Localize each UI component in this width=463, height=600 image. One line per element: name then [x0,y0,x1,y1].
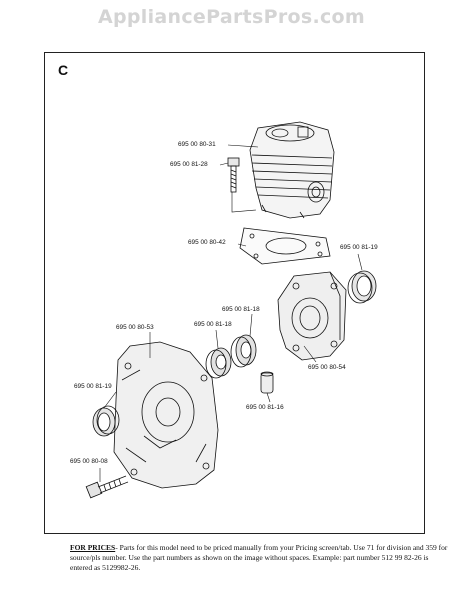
callout-bearing-right[interactable]: 695 00 81-18 [222,306,260,313]
callout-bearing-left[interactable]: 695 00 81-18 [194,321,232,328]
callout-cylinder[interactable]: 695 00 80-31 [178,141,216,148]
cylinder-part [249,121,335,219]
callout-left-crankcase[interactable]: 695 00 80-53 [116,324,154,331]
left-seal-part [92,405,120,437]
callout-left-seal[interactable]: 695 00 81-19 [74,383,112,390]
bearing-right-part [230,334,257,368]
crankcase-bolt-part [85,475,129,499]
callout-pin[interactable]: 695 00 81-16 [246,404,284,411]
watermark-logo-text: AppliancePartsPros.com [97,6,365,28]
pricing-note-lead: FOR PRICES [70,543,116,552]
right-crankcase-part [277,271,347,361]
pricing-note: FOR PRICES- Parts for this model need to… [70,543,450,572]
callout-crankcase-bolt[interactable]: 695 00 80-08 [70,458,108,465]
cylinder-bolt-part [227,157,240,193]
left-crankcase-part [113,341,219,489]
gasket-part [239,227,331,265]
pin-part [260,371,274,394]
pricing-note-text: - Parts for this model need to be priced… [70,543,448,572]
callout-gasket[interactable]: 695 00 80-42 [188,239,226,246]
bearing-left-part [205,347,232,379]
section-letter: C [58,62,69,78]
right-seal-part [347,270,377,304]
callout-cylinder-bolt[interactable]: 695 00 81-28 [170,161,208,168]
callout-right-crankcase[interactable]: 695 00 80-54 [308,364,346,371]
callout-right-seal[interactable]: 695 00 81-19 [340,244,378,251]
diagram-frame [44,52,425,534]
